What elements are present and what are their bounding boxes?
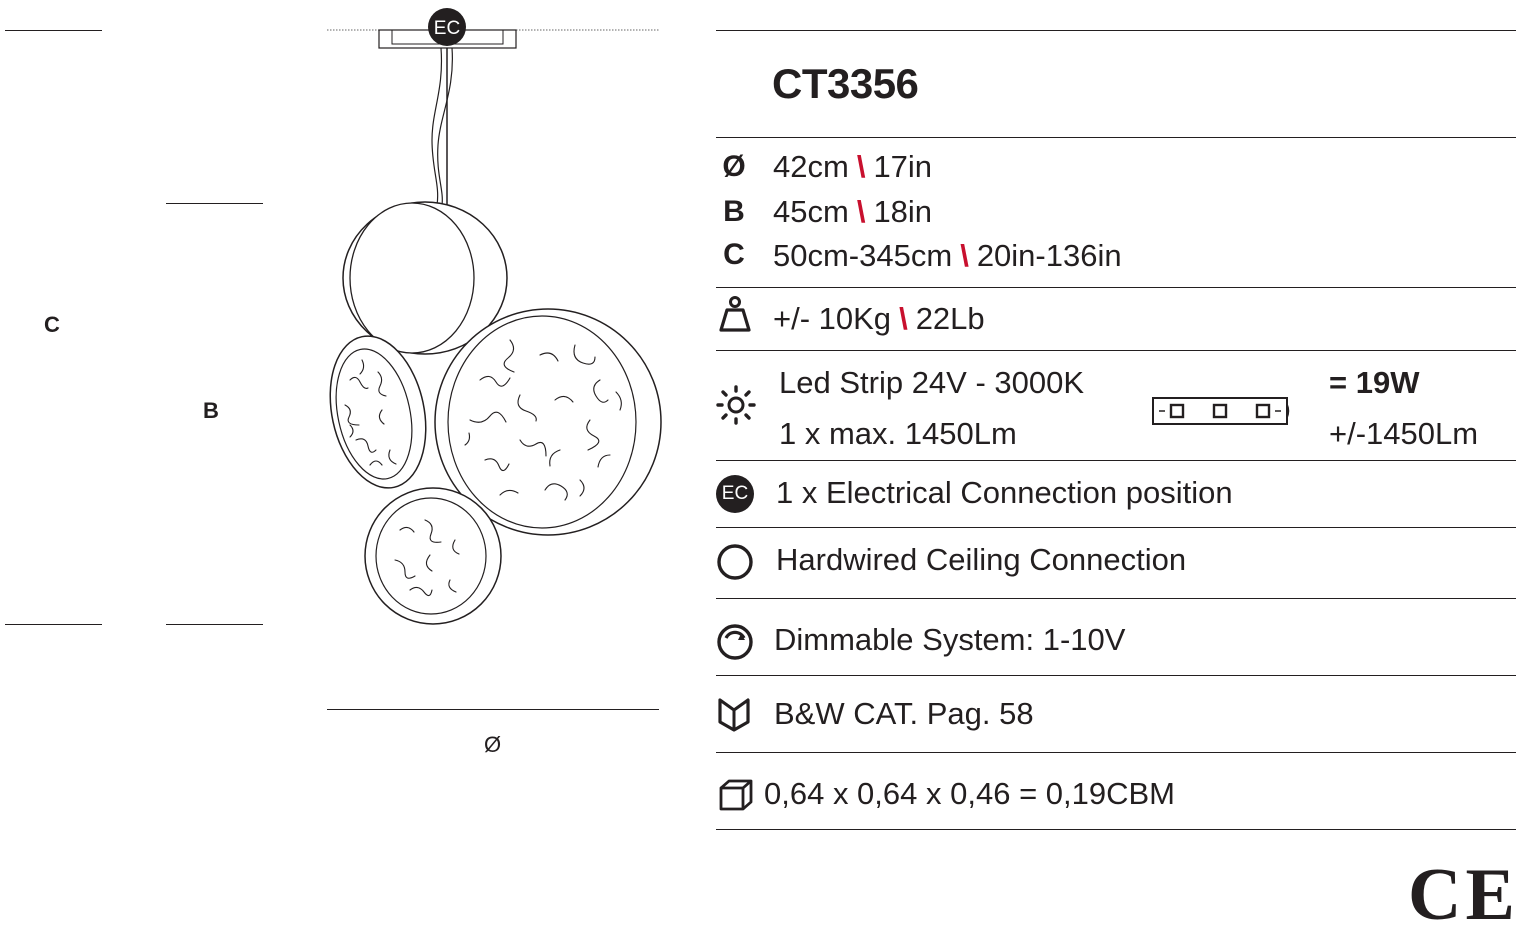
rule-after-weight xyxy=(716,350,1516,351)
dim-diameter-metric: 42cm xyxy=(773,149,849,184)
weight-icon xyxy=(719,296,751,332)
package-volume: 0,64 x 0,64 x 0,46 = 0,19CBM xyxy=(764,776,1176,811)
dimmable-system: Dimmable System: 1-10V xyxy=(774,622,1126,657)
light-bulb-icon xyxy=(716,385,756,425)
separator: \ xyxy=(899,301,908,336)
weight-metric: +/- 10Kg xyxy=(773,301,892,336)
weight-imperial: 22Lb xyxy=(915,301,985,336)
dim-line-b-top xyxy=(166,203,263,204)
dim-b-metric: 45cm xyxy=(773,194,849,229)
light-line-2: 1 x max. 1450Lm xyxy=(779,416,1017,451)
electrical-connection: 1 x Electrical Connection position xyxy=(776,475,1233,510)
dim-diameter-imperial: 17in xyxy=(873,149,933,184)
light-lumen: +/-1450Lm xyxy=(1329,416,1479,451)
ec-badge: EC xyxy=(716,475,754,513)
catalog-reference: B&W CAT. Pag. 58 xyxy=(774,696,1034,731)
rule-after-dimensions xyxy=(716,287,1516,288)
rule-after-model xyxy=(716,137,1516,138)
ceiling-connection-icon xyxy=(717,544,753,580)
weight-row: +/- 10Kg\22Lb xyxy=(773,301,985,337)
dimmer-icon xyxy=(717,624,753,660)
rule-after-ceiling xyxy=(716,598,1516,599)
rule-after-catalog xyxy=(716,752,1516,753)
ce-mark: CE xyxy=(1408,854,1519,936)
model-code: CT3356 xyxy=(772,60,919,107)
separator: \ xyxy=(856,149,866,184)
led-strip-icon xyxy=(1152,397,1290,425)
separator: \ xyxy=(856,194,866,229)
ec-badge-drawing: EC xyxy=(434,18,460,39)
rule-after-dimmable xyxy=(716,675,1516,676)
rule-top xyxy=(716,30,1516,31)
dim-row-c: 50cm-345cm\20in-136in xyxy=(773,238,1122,274)
dim-line-c-bottom xyxy=(5,624,102,625)
dim-b-imperial: 18in xyxy=(873,194,933,229)
rule-after-electrical xyxy=(716,527,1516,528)
light-power: = 19W xyxy=(1329,365,1420,400)
dim-symbol-c: C xyxy=(723,238,745,271)
dim-line-diameter xyxy=(327,709,659,710)
dim-symbol-b: B xyxy=(723,195,745,228)
package-box-icon xyxy=(719,779,753,811)
dim-label-b: B xyxy=(203,398,219,423)
ceiling-connection: Hardwired Ceiling Connection xyxy=(776,542,1187,577)
dim-line-b-bottom xyxy=(166,624,263,625)
dim-label-diameter: Ø xyxy=(484,732,502,757)
dim-c-imperial: 20in-136in xyxy=(976,238,1122,273)
dim-symbol-diameter: Ø xyxy=(722,150,746,183)
rule-bottom xyxy=(716,829,1516,830)
dim-row-diameter: 42cm\17in xyxy=(773,149,932,185)
dim-c-metric: 50cm-345cm xyxy=(773,238,953,273)
dim-row-b: 45cm\18in xyxy=(773,194,932,230)
ec-badge-text: EC xyxy=(721,483,749,504)
catalog-icon xyxy=(718,698,750,732)
lamp-illustration: EC xyxy=(327,8,662,625)
separator: \ xyxy=(960,238,969,273)
dim-label-c: C xyxy=(44,312,60,337)
light-line-1: Led Strip 24V - 3000K xyxy=(779,365,1085,400)
rule-after-light xyxy=(716,460,1516,461)
dim-line-c-top xyxy=(5,30,102,31)
